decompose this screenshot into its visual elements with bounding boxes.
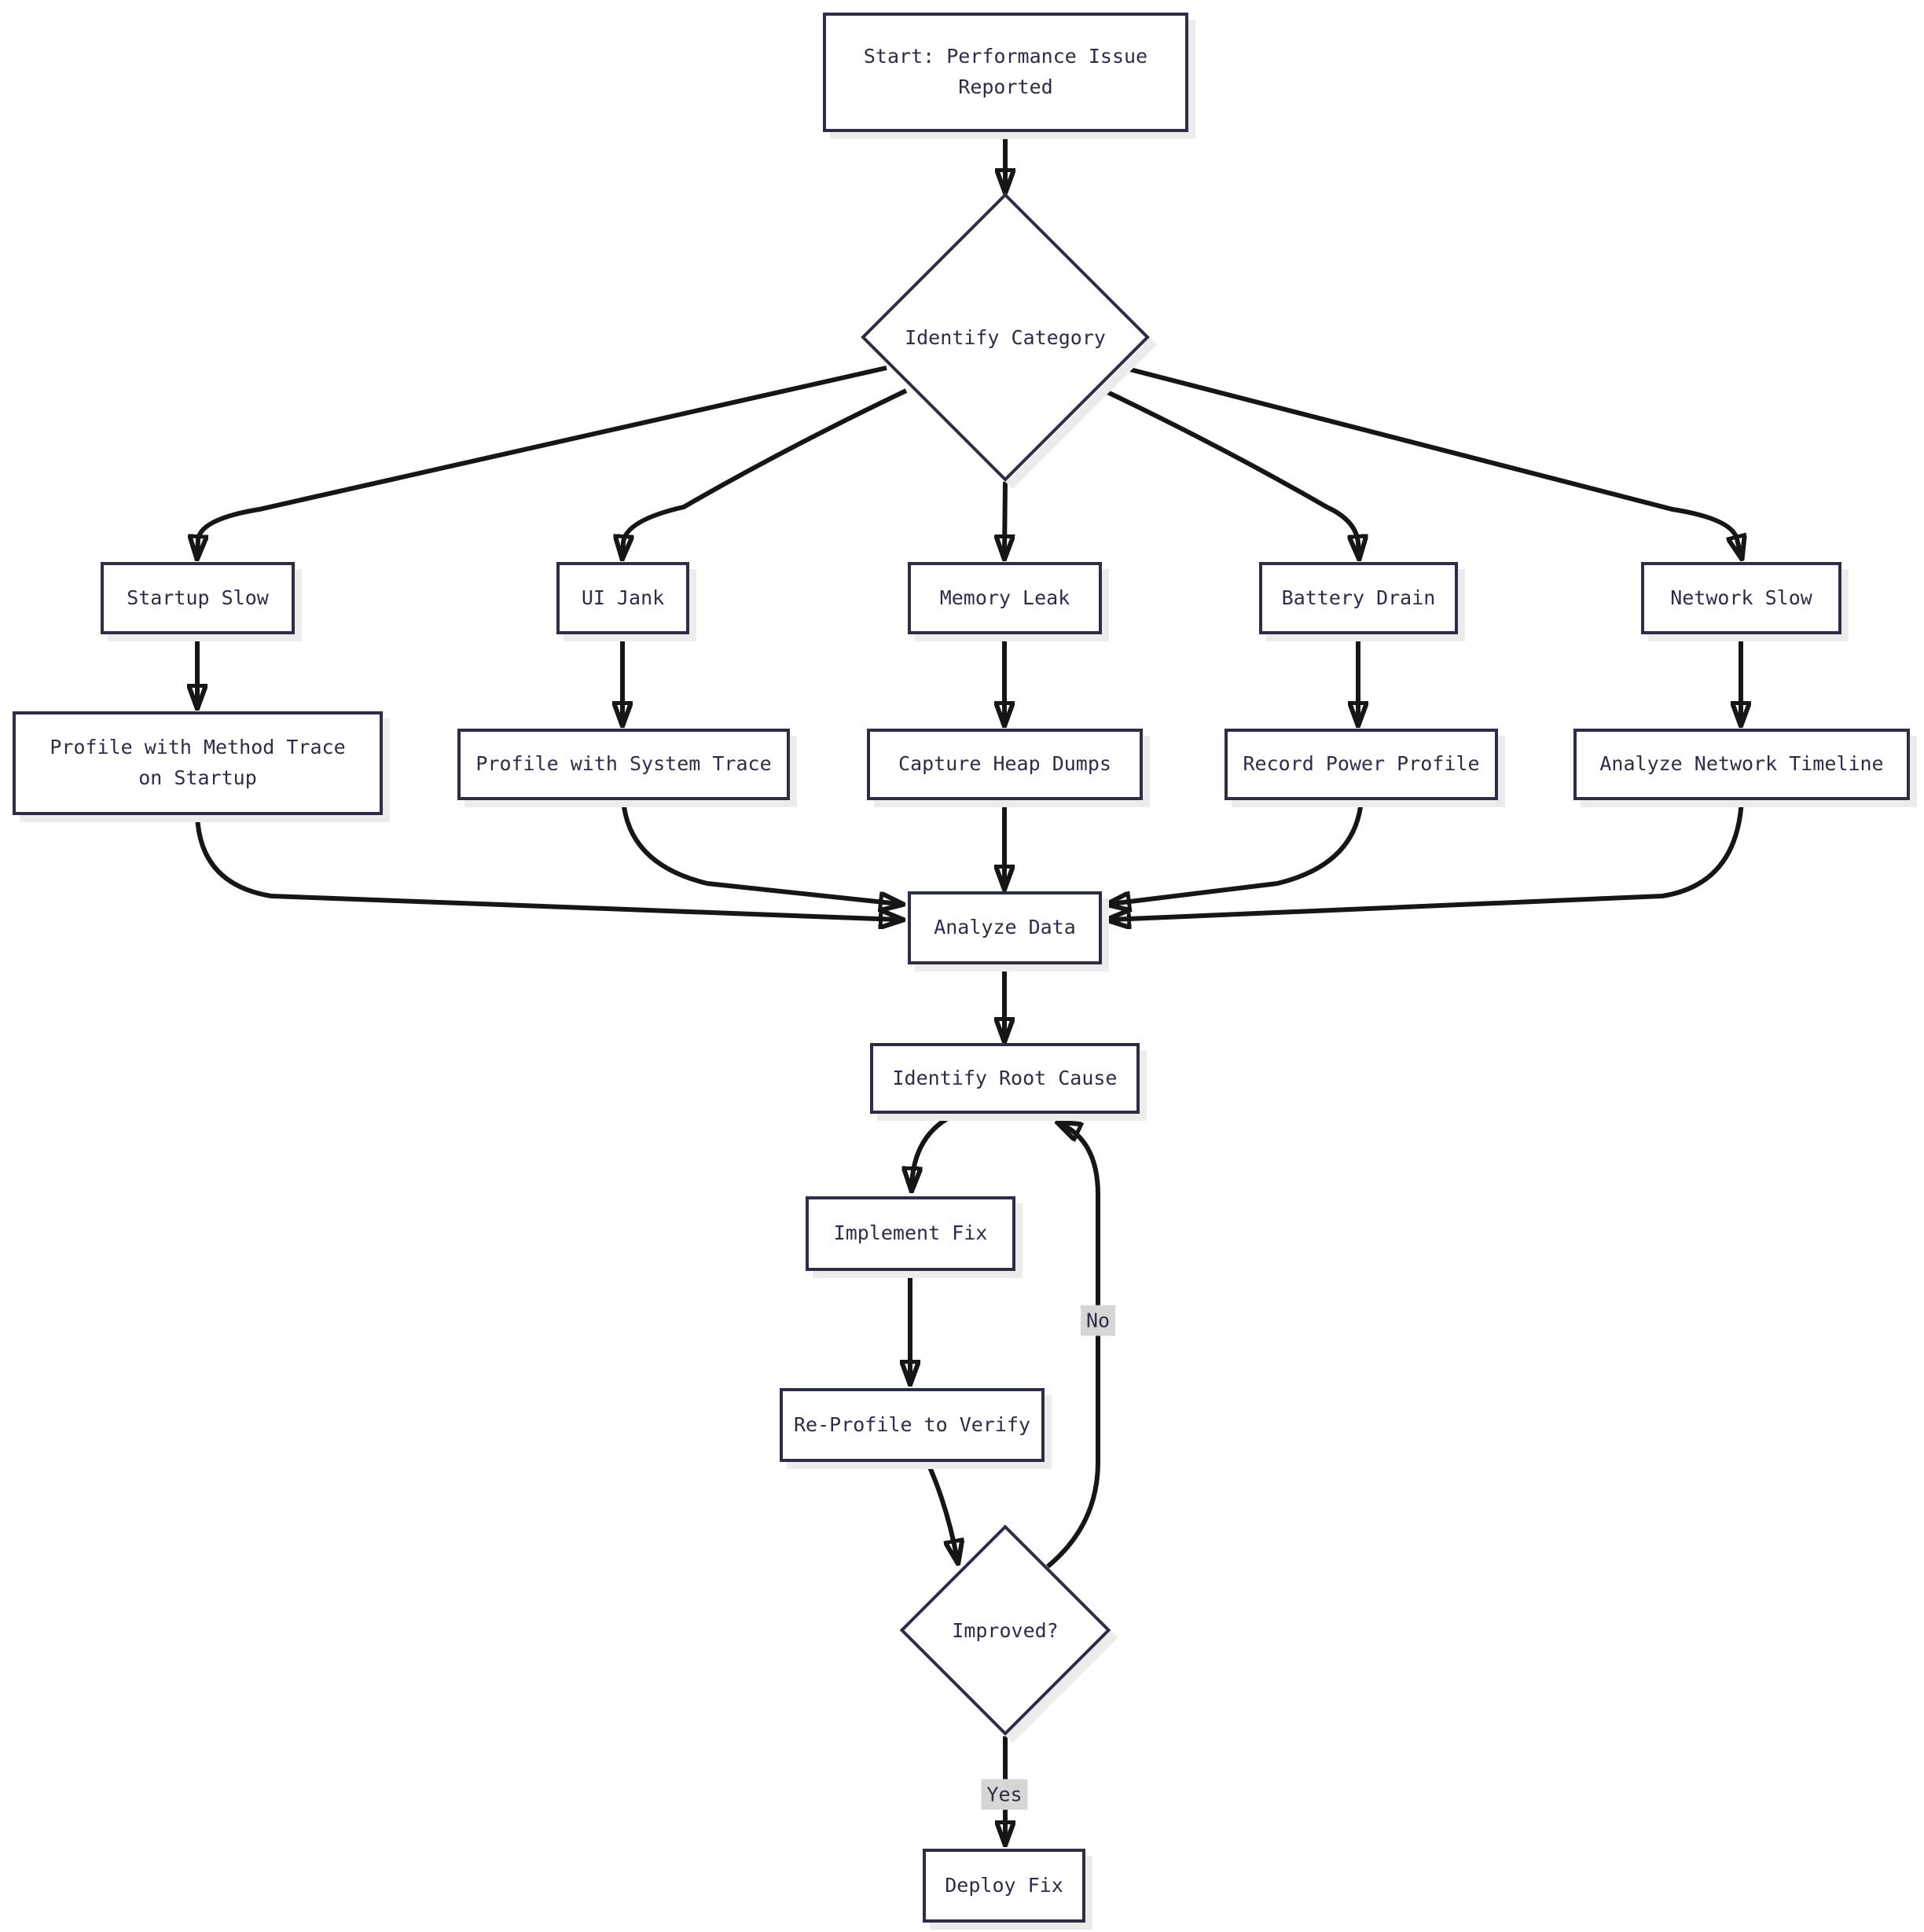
node-analyze-data-label: Analyze Data: [934, 916, 1076, 939]
edge-record-power-to-analyze-data: [1111, 799, 1364, 904]
edge-analyze-network-to-analyze-data: [1111, 799, 1744, 920]
node-capture-heap-dumps: Capture Heap Dumps: [867, 729, 1143, 800]
node-record-power-profile: Record Power Profile: [1225, 729, 1498, 800]
edge-category-to-memory-leak: [1004, 481, 1005, 555]
node-battery-drain-label: Battery Drain: [1281, 586, 1436, 609]
node-startup-slow-label: Startup Slow: [127, 586, 269, 609]
node-record-power-profile-label: Record Power Profile: [1243, 752, 1480, 776]
node-improved: Improved?: [919, 1611, 1092, 1650]
node-reprofile-to-verify-label: Re-Profile to Verify: [793, 1412, 1031, 1436]
edge-category-to-battery-drain: [1103, 388, 1359, 555]
node-profile-system-trace: Profile with System Trace: [457, 729, 790, 800]
node-analyze-network-timeline: Analyze Network Timeline: [1573, 729, 1910, 800]
node-deploy-fix: Deploy Fix: [923, 1849, 1085, 1923]
edge-profile-method-to-analyze-data: [195, 814, 899, 920]
node-analyze-network-timeline-label: Analyze Network Timeline: [1599, 752, 1884, 776]
edge-category-to-network-slow: [1123, 365, 1741, 555]
node-profile-system-trace-label: Profile with System Trace: [475, 752, 772, 776]
edge-label-yes: Yes: [981, 1779, 1028, 1810]
node-start-label: Start: Performance Issue Reported: [863, 45, 1148, 98]
node-startup-slow: Startup Slow: [101, 562, 295, 634]
edge-identify-root-to-implement-fix: [912, 1111, 958, 1187]
node-deploy-fix-label: Deploy Fix: [945, 1873, 1063, 1897]
node-reprofile-to-verify: Re-Profile to Verify: [780, 1388, 1045, 1462]
node-analyze-data: Analyze Data: [908, 891, 1102, 964]
edge-improved-no-to-identify-root: [1046, 1124, 1100, 1569]
node-implement-fix-label: Implement Fix: [833, 1221, 988, 1245]
edge-profile-system-to-analyze-data: [621, 799, 899, 904]
node-profile-method-trace: Profile with Method Trace on Startup: [13, 711, 383, 815]
node-start: Start: Performance Issue Reported: [823, 13, 1188, 132]
node-identify-category: Identify Category: [872, 318, 1139, 357]
node-capture-heap-dumps-label: Capture Heap Dumps: [898, 752, 1111, 776]
node-identify-root-cause-label: Identify Root Cause: [892, 1066, 1118, 1089]
node-improved-label: Improved?: [952, 1618, 1059, 1642]
node-memory-leak-label: Memory Leak: [939, 586, 1070, 609]
node-network-slow: Network Slow: [1641, 562, 1841, 634]
node-identify-category-label: Identify Category: [905, 325, 1106, 349]
node-memory-leak: Memory Leak: [908, 562, 1102, 634]
edge-label-no: No: [1080, 1305, 1116, 1336]
node-implement-fix: Implement Fix: [806, 1196, 1015, 1271]
node-profile-method-trace-label: Profile with Method Trace on Startup: [50, 736, 346, 789]
node-network-slow-label: Network Slow: [1670, 586, 1812, 609]
node-ui-jank-label: UI Jank: [581, 586, 665, 609]
node-ui-jank: UI Jank: [556, 562, 689, 634]
node-battery-drain: Battery Drain: [1259, 562, 1458, 634]
edge-category-to-startup-slow: [197, 365, 887, 555]
edge-reprofile-to-improved: [925, 1460, 957, 1559]
node-identify-root-cause: Identify Root Cause: [870, 1043, 1140, 1114]
edge-category-to-ui-jank: [622, 388, 908, 555]
